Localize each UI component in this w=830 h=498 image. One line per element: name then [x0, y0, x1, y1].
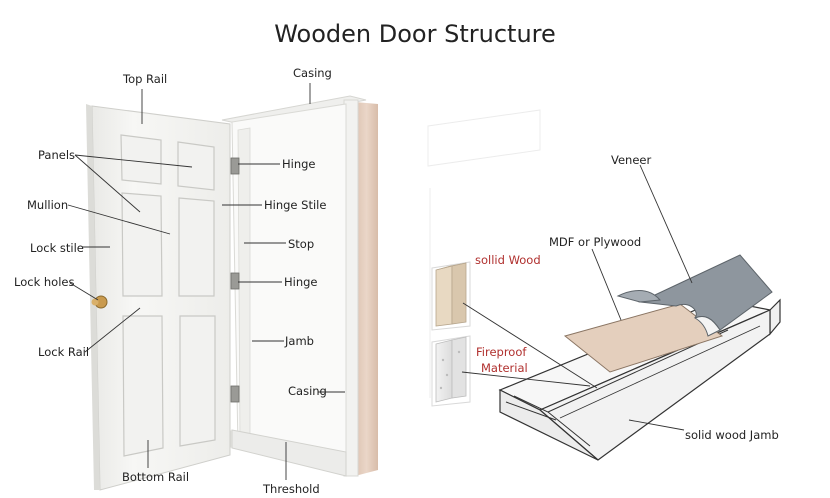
- label-panels: Panels: [38, 148, 76, 162]
- jamb-leader-lines: [461, 164, 693, 431]
- panel-top-left: [120, 134, 162, 185]
- label-hinge-stile: Hinge Stile: [264, 198, 327, 212]
- door-leader-lines: [67, 83, 345, 480]
- label-bottom-rail: Bottom Rail: [122, 470, 190, 484]
- panel-top-right: [177, 141, 215, 191]
- label-lock-stile: Lock stile: [30, 241, 84, 255]
- diagram-title: Wooden Door Structure: [274, 20, 556, 48]
- label-solid-wood-jamb: solid wood Jamb: [685, 428, 779, 442]
- hinge-lower: [230, 385, 240, 403]
- label-casing-bottom: Casing: [288, 384, 327, 398]
- label-threshold: Threshold: [263, 482, 320, 496]
- label-solid-wood: sollid Wood: [475, 253, 541, 267]
- label-jamb: Jamb: [285, 334, 314, 348]
- jamb-end-face: [499, 389, 599, 461]
- label-lock-rail: Lock Rail: [38, 345, 90, 359]
- label-casing-top: Casing: [293, 66, 332, 80]
- panel-mid-right: [178, 197, 215, 297]
- door-knob-rose: [91, 298, 99, 306]
- label-fireproof-line2: Material: [481, 361, 528, 375]
- label-veneer: Veneer: [611, 153, 652, 167]
- panel-bottom-right: [179, 315, 216, 447]
- mdf-layer: [563, 303, 724, 373]
- hinge-upper: [230, 157, 240, 175]
- label-top-rail: Top Rail: [123, 72, 168, 86]
- label-hinge-upper: Hinge: [282, 157, 316, 171]
- label-hinge-lower: Hinge: [284, 275, 318, 289]
- stop: [237, 127, 251, 441]
- casing-side: [355, 102, 378, 476]
- panel-mid-left: [121, 192, 163, 297]
- label-lock-holes: Lock holes: [14, 275, 75, 289]
- inset-fireproof: [431, 335, 471, 407]
- label-mdf-plywood: MDF or Plywood: [549, 235, 642, 249]
- hinge-middle: [230, 272, 240, 290]
- label-mullion: Mullion: [27, 198, 69, 212]
- door-leaf: [86, 104, 231, 491]
- label-fireproof-line1: Fireproof: [476, 345, 527, 359]
- door-frame: [221, 95, 378, 477]
- panel-bottom-left: [122, 315, 164, 457]
- veneer-curl: [616, 290, 662, 303]
- jamb-cross-section: [427, 109, 781, 461]
- label-stop: Stop: [288, 237, 315, 251]
- inset-solid-wood: [431, 261, 471, 331]
